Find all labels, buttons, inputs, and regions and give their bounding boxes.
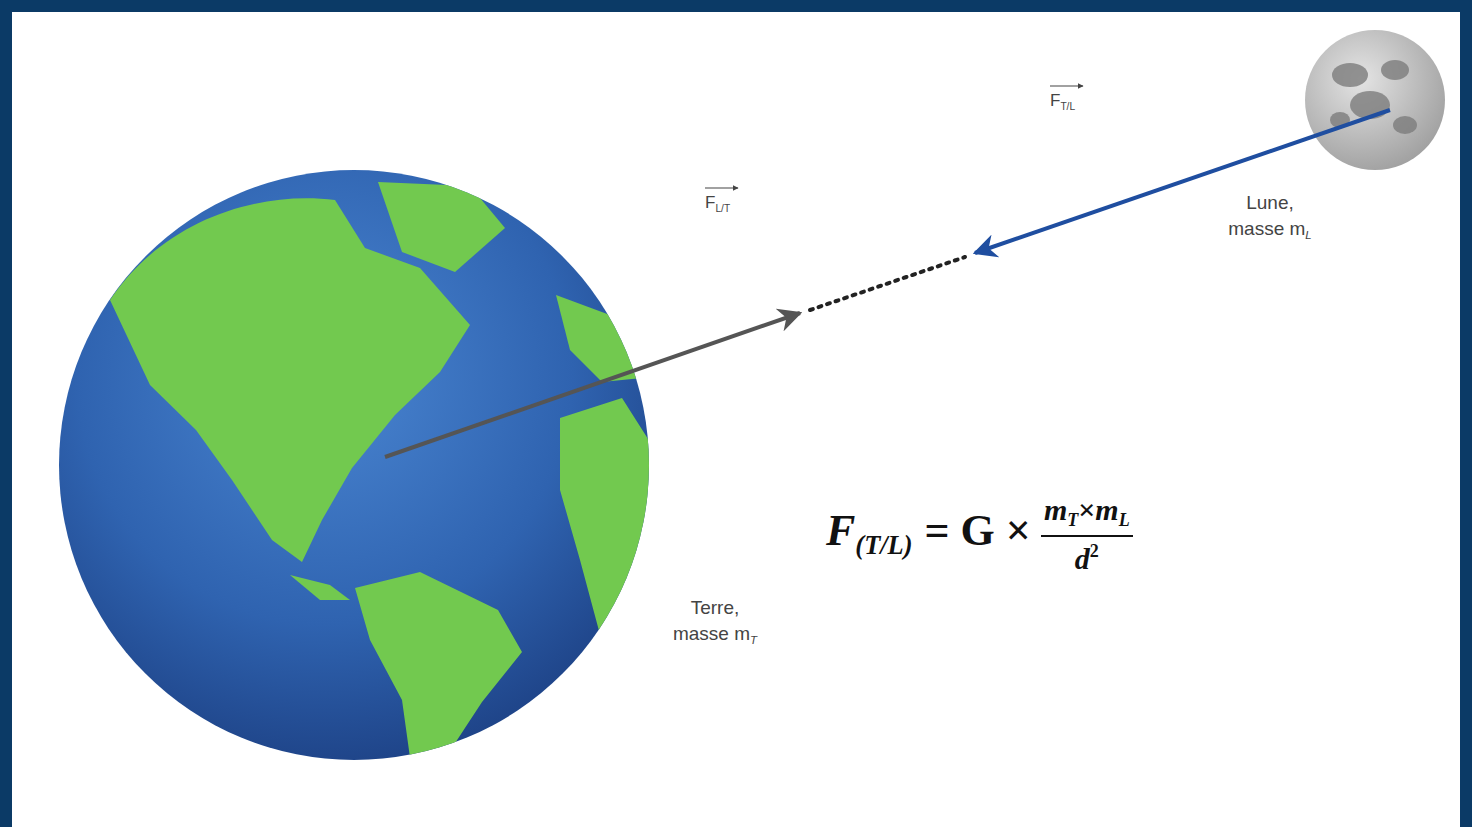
background <box>12 12 1460 827</box>
subscript: L <box>1305 229 1311 241</box>
label-text: m <box>1095 493 1118 526</box>
earth <box>59 170 655 772</box>
label-text: masse m <box>673 623 750 644</box>
subscript: T/L <box>1060 101 1075 112</box>
subscript: (T/L) <box>855 530 912 560</box>
formula: F(T/L)= G ×mT×mLd2 <box>826 490 1133 580</box>
label-text: F <box>1050 91 1060 110</box>
label-group: Terre,masse mT <box>655 595 775 648</box>
force-arrow <box>975 110 1390 253</box>
label-text: 2 <box>1090 541 1099 561</box>
vector-arrow <box>1050 85 1083 86</box>
label-text: Terre, <box>655 595 775 621</box>
label-text: = G × <box>925 506 1031 555</box>
label-text: d <box>1075 542 1090 575</box>
label-group: Lune,masse mL <box>1200 190 1340 243</box>
subscript: L/T <box>715 203 730 214</box>
label-text: m <box>1044 493 1067 526</box>
subscript: T <box>750 634 757 646</box>
vector-arrow <box>705 187 738 188</box>
moon <box>1305 30 1445 170</box>
label-text: F <box>705 193 715 212</box>
label-text: × <box>1078 493 1095 526</box>
label-group: FL/T <box>705 192 730 215</box>
force-arrow <box>385 313 800 457</box>
denominator: d2 <box>1075 537 1099 580</box>
dotted-line <box>810 257 965 310</box>
label-text: F <box>826 506 855 555</box>
numerator: mT×mL <box>1041 490 1133 537</box>
subscript: L <box>1119 510 1130 530</box>
subscript: T <box>1067 510 1078 530</box>
label-group: FT/L <box>1050 90 1075 113</box>
label-text: masse m <box>1228 218 1305 239</box>
label-text: Lune, <box>1200 190 1340 216</box>
fraction: mT×mLd2 <box>1041 490 1133 580</box>
